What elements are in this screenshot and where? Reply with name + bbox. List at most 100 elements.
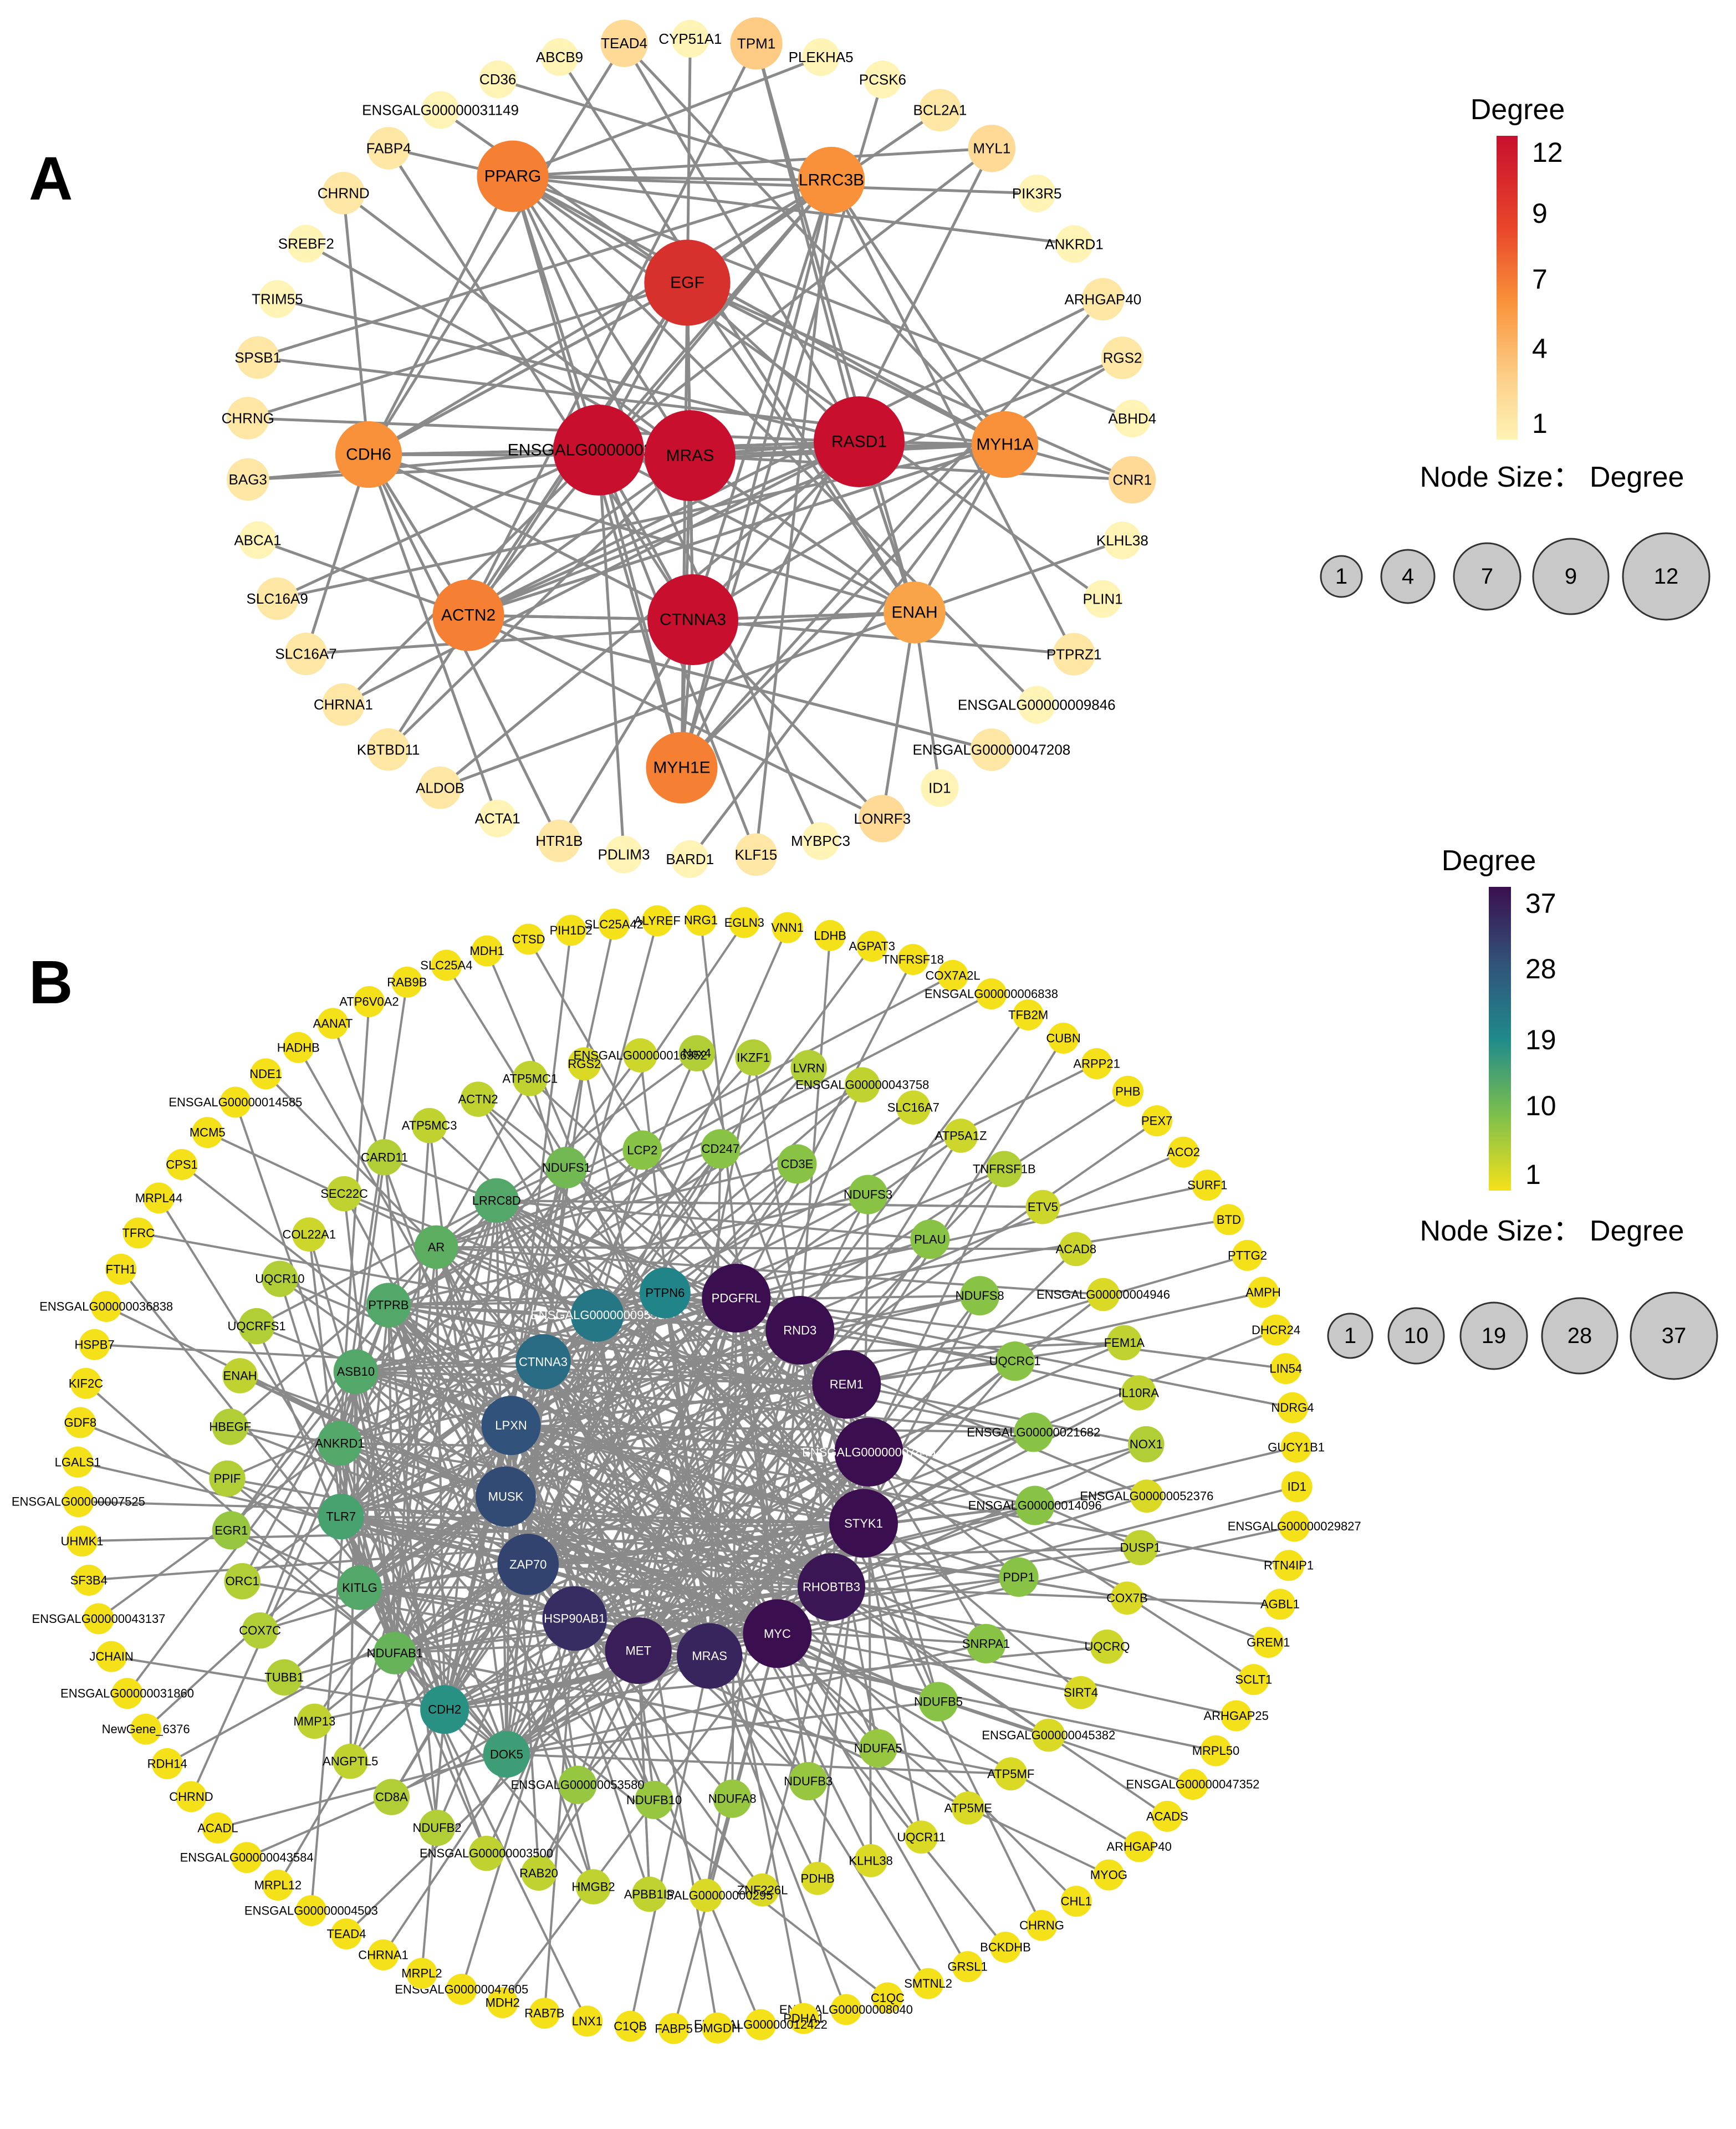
node-mrpl2[interactable]: MRPL2 [401,1958,442,1989]
node-surf1[interactable]: SURF1 [1187,1170,1227,1201]
node-znf226l[interactable]: ZNF226L [737,1873,788,1907]
node-atp6v0a2[interactable]: ATP6V0A2 [339,986,399,1017]
node-dok5[interactable]: DOK5 [483,1730,530,1778]
node-slc25a42[interactable]: SLC25A42 [584,908,644,940]
node-cox7a2l[interactable]: COX7A2L [926,959,981,991]
node-myl1[interactable]: MYL1 [968,125,1016,172]
node-cyp51a1[interactable]: CYP51A1 [658,20,722,58]
node-chrnd[interactable]: CHRND [169,1781,213,1813]
node-ensgalg00000021682[interactable]: ENSGALG00000021682 [967,1412,1100,1452]
node-jchain[interactable]: JCHAIN [89,1641,134,1672]
node-agbl1[interactable]: AGBL1 [1260,1589,1300,1620]
node-ppif[interactable]: PPIF [209,1460,246,1497]
node-pdgfrl[interactable]: PDGFRL [702,1264,771,1333]
node-etv5[interactable]: ETV5 [1025,1189,1060,1224]
node-il10ra[interactable]: IL10RA [1119,1375,1160,1411]
node-lrrc8d[interactable]: LRRC8D [472,1178,521,1223]
node-acads[interactable]: ACADS [1146,1800,1188,1832]
node-cox7c[interactable]: COX7C [239,1612,281,1649]
node-alyref[interactable]: ALYREF [634,905,681,937]
node-ndufs8[interactable]: NDUFS8 [956,1276,1004,1316]
node-ikzf1[interactable]: IKZF1 [735,1039,772,1076]
node-c1qc[interactable]: C1QC [871,1982,905,2014]
node-chrng[interactable]: CHRNG [222,397,274,440]
node-slc16a7[interactable]: SLC16A7 [887,1090,940,1125]
node-cd8a[interactable]: CD8A [373,1779,410,1815]
node-ensgalg00000004503[interactable]: ENSGALG00000004503 [244,1895,378,1927]
node-spsb1[interactable]: SPSB1 [234,336,281,379]
node-slc25a4[interactable]: SLC25A4 [420,949,472,981]
node-mcm5[interactable]: MCM5 [190,1117,226,1148]
node-uqcrfs1[interactable]: UQCRFS1 [228,1308,286,1345]
node-ndufb5[interactable]: NDUFB5 [914,1682,963,1722]
node-ldhb[interactable]: LDHB [814,920,846,951]
node-ensgalg00000007846[interactable]: ENSGALG00000007846 [802,1417,936,1487]
node-fabp5[interactable]: FABP5 [655,2013,693,2044]
node-myh1e[interactable]: MYH1E [646,732,718,804]
node-srebf2[interactable]: SREBF2 [278,224,334,263]
node-rnd3[interactable]: RND3 [765,1296,835,1365]
node-ensgalg00000009553[interactable]: ENSGALG00000009553 [530,1288,664,1342]
node-ensgalg00000006838[interactable]: ENSGALG00000006838 [925,978,1058,1010]
node-dusp1[interactable]: DUSP1 [1120,1530,1161,1565]
node-enah[interactable]: ENAH [222,1358,258,1393]
node-cd3e[interactable]: CD3E [777,1144,817,1184]
node-rtn4ip1[interactable]: RTN4IP1 [1264,1550,1314,1581]
node-aco2[interactable]: ACO2 [1167,1136,1200,1168]
node-bag3[interactable]: BAG3 [226,458,269,501]
node-smtnl2[interactable]: SMTNL2 [904,1968,952,1999]
node-id1[interactable]: ID1 [1281,1471,1313,1503]
node-mrpl12[interactable]: MRPL12 [254,1870,302,1901]
node-tead4[interactable]: TEAD4 [600,19,648,67]
node-chrna1[interactable]: CHRNA1 [314,683,373,726]
node-ctsd[interactable]: CTSD [512,923,545,955]
node-bckdhb[interactable]: BCKDHB [980,1932,1031,1963]
node-lonrf3[interactable]: LONRF3 [854,795,911,843]
node-hmgb2[interactable]: HMGB2 [571,1869,615,1905]
node-ptprb[interactable]: PTPRB [366,1283,411,1328]
node-ndufb10[interactable]: NDUFB10 [626,1780,682,1819]
node-nde1[interactable]: NDE1 [249,1058,282,1090]
node-nrg1[interactable]: NRG1 [684,905,718,936]
node-myog[interactable]: MYOG [1090,1859,1127,1891]
node-agpat3[interactable]: AGPAT3 [849,930,895,962]
node-dmgdh[interactable]: DMGDH [695,2012,741,2044]
node-kif2c[interactable]: KIF2C [69,1367,103,1399]
node-apbb1ip[interactable]: APBB1IP [624,1876,675,1912]
node-cd247[interactable]: CD247 [701,1129,741,1169]
node-rem1[interactable]: REM1 [812,1350,881,1419]
node-ndufs3[interactable]: NDUFS3 [844,1175,892,1214]
node-chrnd[interactable]: CHRND [318,172,370,215]
node-ctnna3[interactable]: CTNNA3 [515,1334,571,1390]
node-ensgalg00000003500[interactable]: ENSGALG00000003500 [420,1835,553,1871]
node-fth1[interactable]: FTH1 [105,1253,137,1285]
node-hspb7[interactable]: HSPB7 [75,1329,115,1360]
node-cubn[interactable]: CUBN [1046,1022,1081,1054]
node-lvrn[interactable]: LVRN [790,1050,827,1086]
node-lrrc3b[interactable]: LRRC3B [798,146,865,214]
node-plin1[interactable]: PLIN1 [1083,580,1123,618]
node-rhobtb3[interactable]: RHOBTB3 [797,1553,866,1621]
node-ensgalg00000031860[interactable]: ENSGALG00000031860 [60,1678,194,1709]
node-vnn1[interactable]: VNN1 [771,912,804,943]
node-ndufs1[interactable]: NDUFS1 [542,1147,591,1188]
node-id1[interactable]: ID1 [921,769,959,807]
node-plekha5[interactable]: PLEKHA5 [789,38,854,76]
node-arhgap25[interactable]: ARHGAP25 [1204,1700,1269,1732]
node-styk1[interactable]: STYK1 [829,1489,898,1558]
node-grem1[interactable]: GREM1 [1247,1626,1290,1658]
node-ctnna3[interactable]: CTNNA3 [647,574,738,665]
node-actn2[interactable]: ACTN2 [458,1081,498,1117]
node-enah[interactable]: ENAH [884,581,946,644]
node-c1qb[interactable]: C1QB [614,2010,647,2042]
node-pttg2[interactable]: PTTG2 [1228,1239,1267,1271]
node-sclt1[interactable]: SCLT1 [1235,1664,1272,1696]
node-zap70[interactable]: ZAP70 [497,1534,559,1595]
node-mybpc3[interactable]: MYBPC3 [791,822,850,860]
node-card11[interactable]: CARD11 [361,1139,408,1176]
node-pdhb[interactable]: PDHB [801,1861,835,1895]
node-abcb9[interactable]: ABCB9 [536,38,583,76]
node-ensgalg00000029827[interactable]: ENSGALG00000029827 [1228,1510,1361,1542]
node-ankrd1[interactable]: ANKRD1 [315,1421,364,1466]
node-ensgalg00000031149[interactable]: ENSGALG00000031149 [362,91,519,129]
